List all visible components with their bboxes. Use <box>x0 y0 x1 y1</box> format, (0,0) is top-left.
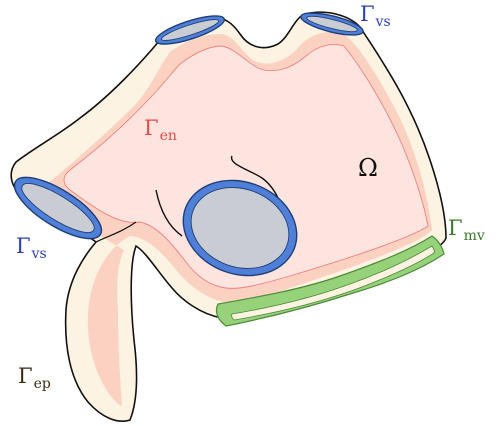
label-endocardium: Γen <box>144 118 177 139</box>
label-vs-left: Γvs <box>16 236 47 257</box>
label-mitral-valve: Γmv <box>448 218 485 239</box>
label-epicardium: Γep <box>18 366 51 387</box>
label-domain-omega: Ω <box>358 156 378 180</box>
label-vs-top: Γvs <box>360 4 391 25</box>
